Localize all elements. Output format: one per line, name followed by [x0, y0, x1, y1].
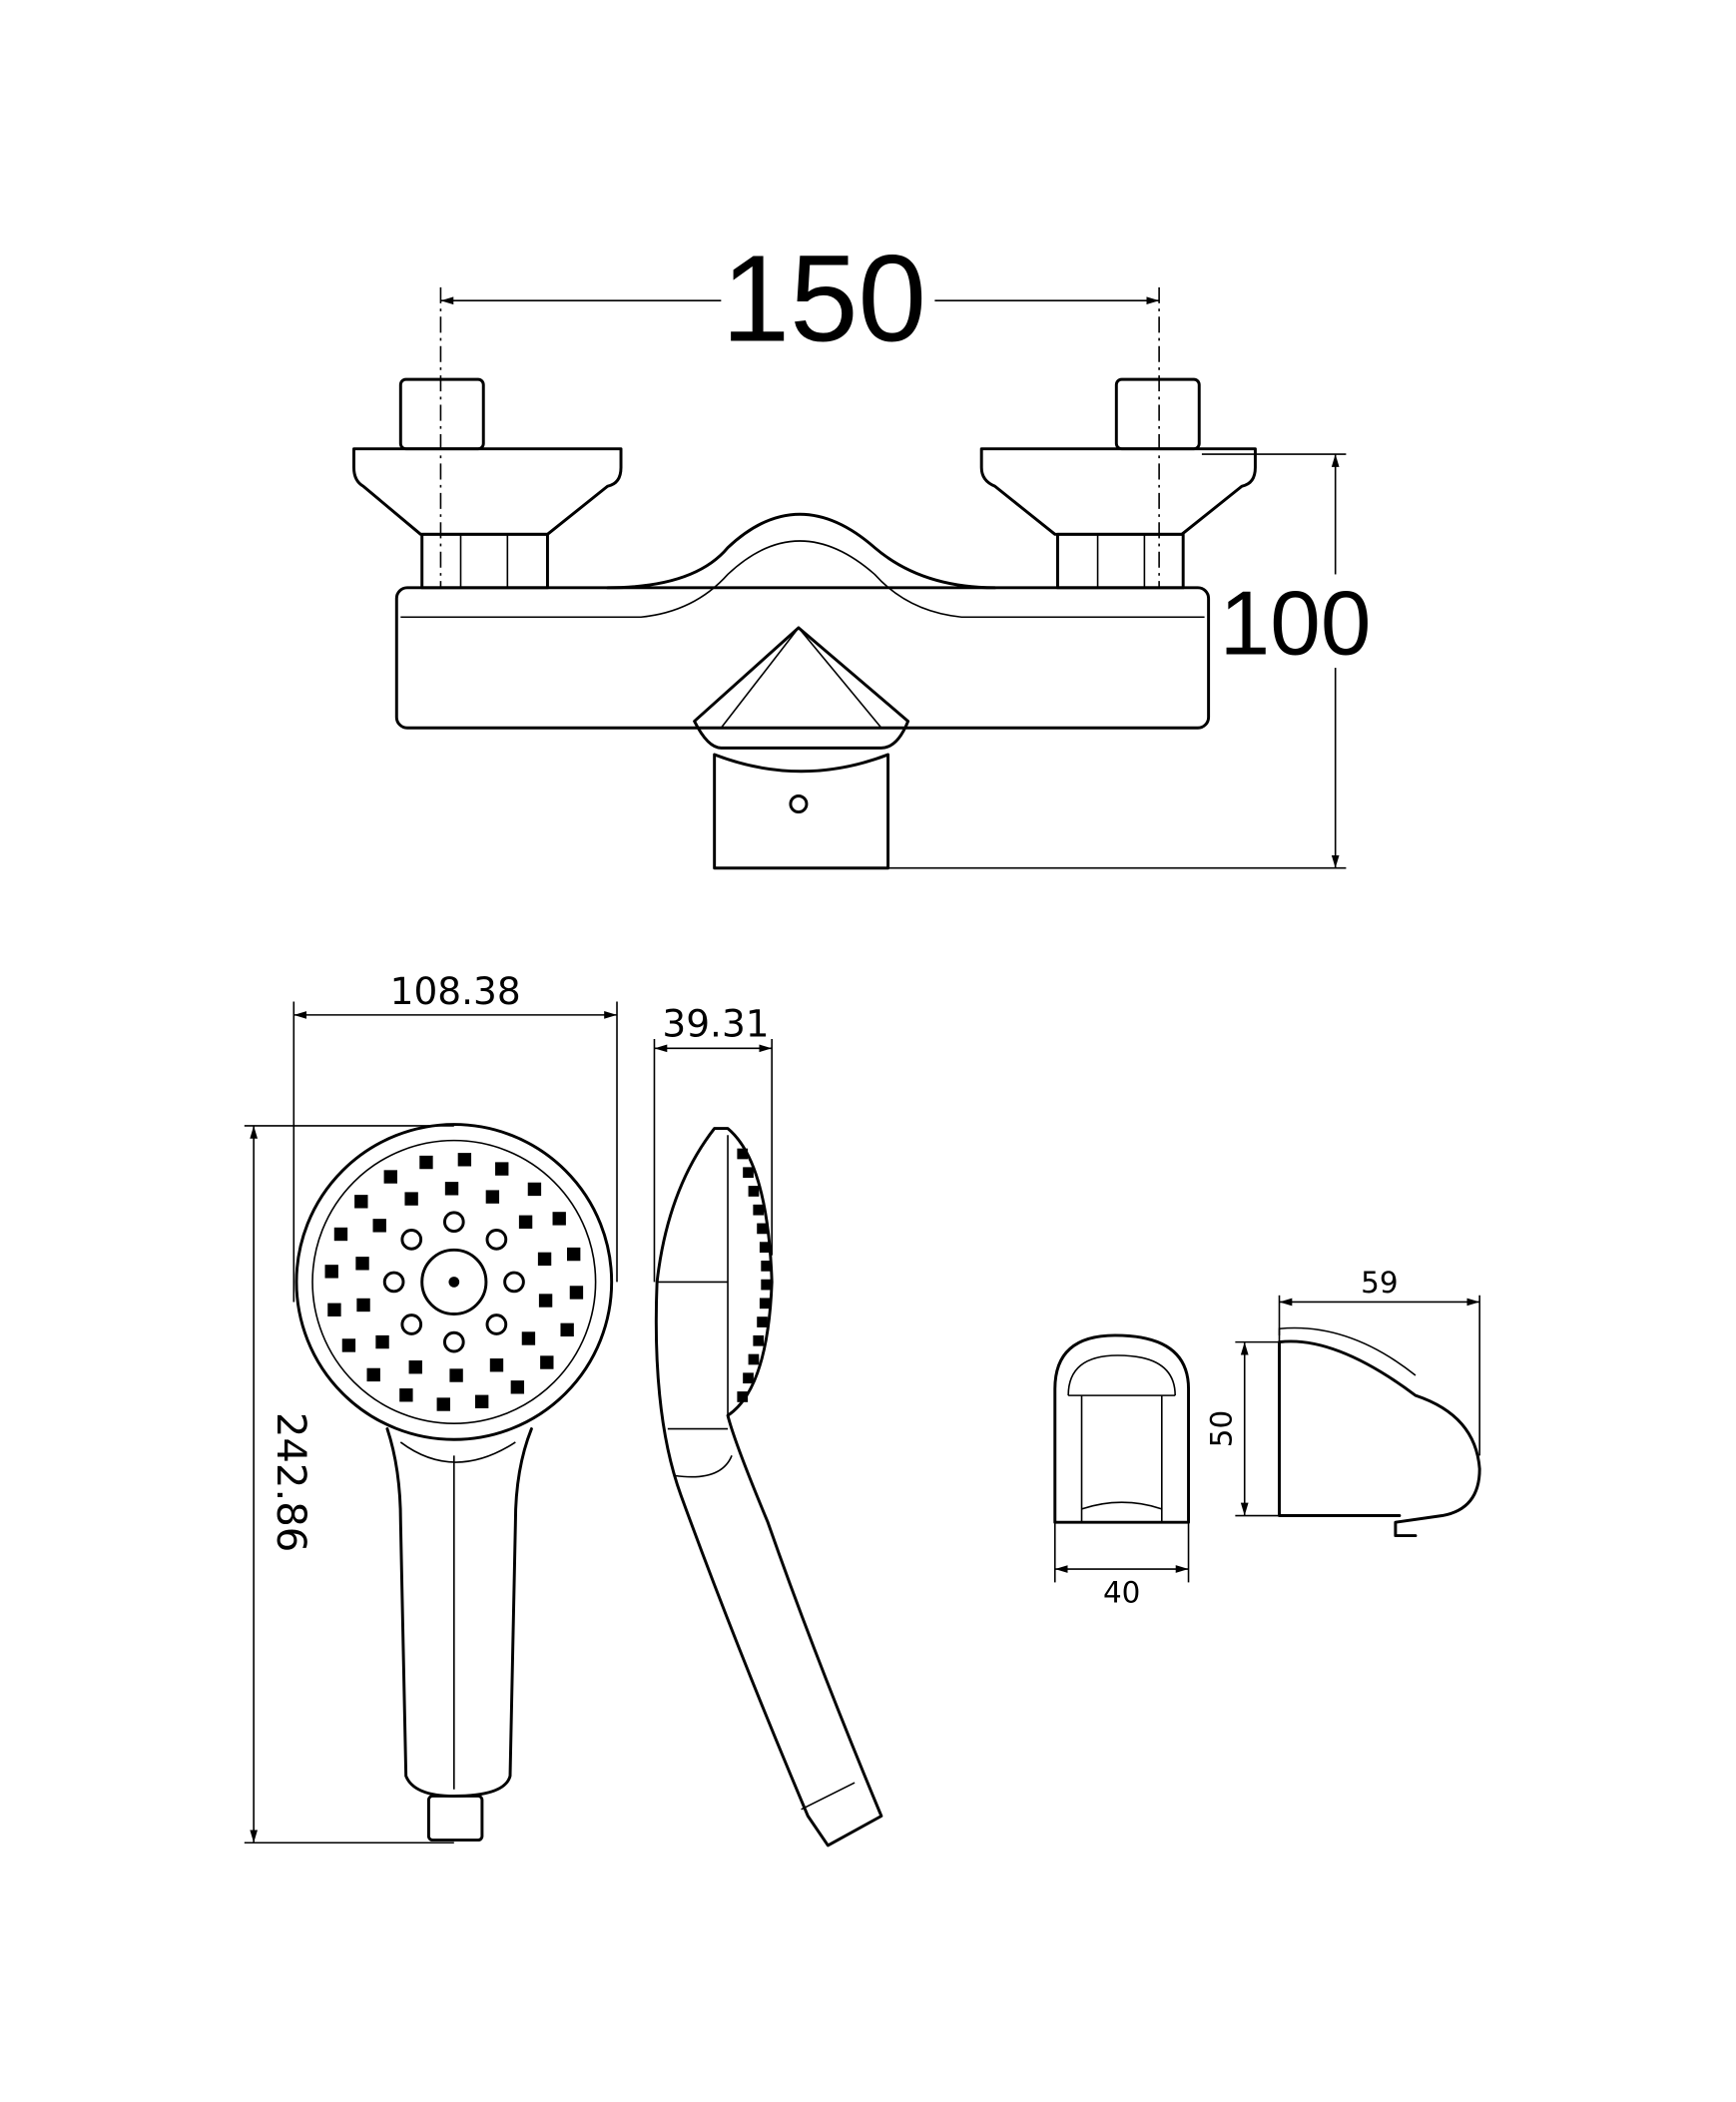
- nozzle: [419, 1155, 433, 1170]
- nozzle: [341, 1338, 356, 1352]
- left-inlet: [352, 377, 623, 590]
- nozzle: [327, 1303, 341, 1316]
- nozzle: [503, 1271, 525, 1294]
- nozzle: [444, 1182, 459, 1196]
- nozzle: [743, 1372, 754, 1384]
- nozzle: [366, 1367, 380, 1382]
- hand-shower-front-view: 108.38 242.86: [244, 969, 618, 1844]
- nozzle: [489, 1358, 504, 1372]
- nozzle: [759, 1242, 771, 1253]
- nozzle: [537, 1252, 552, 1267]
- nozzle: [485, 1190, 500, 1204]
- nozzle: [485, 1314, 508, 1335]
- nozzle: [495, 1162, 509, 1176]
- mixer-width-dimension: 150: [722, 231, 926, 367]
- nozzle: [753, 1204, 765, 1216]
- holder-depth-dimension: 59: [1361, 1266, 1398, 1300]
- hand-shower-side-view: 39.31: [653, 1001, 883, 1847]
- nozzle: [753, 1334, 765, 1346]
- nozzle: [527, 1182, 542, 1197]
- holder-width-dimension: 40: [1103, 1575, 1140, 1609]
- nozzle: [567, 1247, 581, 1262]
- nozzle: [759, 1298, 771, 1310]
- nozzle: [354, 1195, 368, 1209]
- nozzle: [518, 1215, 533, 1229]
- nozzle: [761, 1261, 773, 1272]
- nozzle: [743, 1167, 754, 1179]
- nozzle: [356, 1298, 370, 1313]
- nozzle: [552, 1212, 566, 1226]
- nozzle: [404, 1192, 418, 1206]
- nozzle: [538, 1294, 553, 1308]
- nozzle: [474, 1394, 489, 1408]
- holder-height-dimension: 50: [1204, 1410, 1238, 1447]
- right-inlet: [979, 377, 1257, 590]
- nozzle: [521, 1331, 536, 1345]
- spray-nozzles: [324, 1153, 584, 1411]
- nozzle: [400, 1229, 423, 1251]
- nozzle: [737, 1148, 749, 1160]
- nozzle: [737, 1391, 749, 1402]
- nozzle: [485, 1229, 508, 1251]
- nozzle: [382, 1271, 405, 1294]
- nozzle: [761, 1279, 773, 1291]
- nozzle: [540, 1355, 554, 1369]
- nozzle: [449, 1368, 463, 1382]
- side-spray-nozzles: [737, 1148, 773, 1402]
- nozzle: [510, 1380, 525, 1394]
- nozzle: [757, 1223, 768, 1235]
- nozzle: [436, 1397, 450, 1411]
- nozzle: [569, 1286, 584, 1300]
- shower-holder-views: 40 59 50: [1053, 1266, 1481, 1609]
- mixer-height-dimension: 100: [1220, 574, 1372, 675]
- nozzle: [748, 1353, 760, 1365]
- nozzle: [748, 1186, 760, 1197]
- nozzle: [383, 1170, 397, 1184]
- hand-shower-width-dimension: 108.38: [390, 969, 521, 1013]
- nozzle: [372, 1219, 386, 1233]
- nozzle: [400, 1314, 423, 1335]
- nozzle: [442, 1211, 465, 1234]
- nozzle: [457, 1153, 472, 1167]
- nozzle: [333, 1227, 348, 1242]
- nozzle: [355, 1257, 369, 1271]
- nozzle: [324, 1265, 338, 1279]
- nozzle: [442, 1330, 465, 1353]
- nozzle: [757, 1316, 768, 1327]
- nozzle: [560, 1322, 574, 1337]
- nozzle: [375, 1334, 389, 1349]
- bar-mixer-front-view: 150 100: [352, 231, 1383, 870]
- nozzle: [408, 1360, 422, 1374]
- hand-shower-length-dimension: 242.86: [268, 1412, 313, 1552]
- hand-shower-depth-dimension: 39.31: [662, 1001, 769, 1045]
- nozzle: [399, 1388, 413, 1402]
